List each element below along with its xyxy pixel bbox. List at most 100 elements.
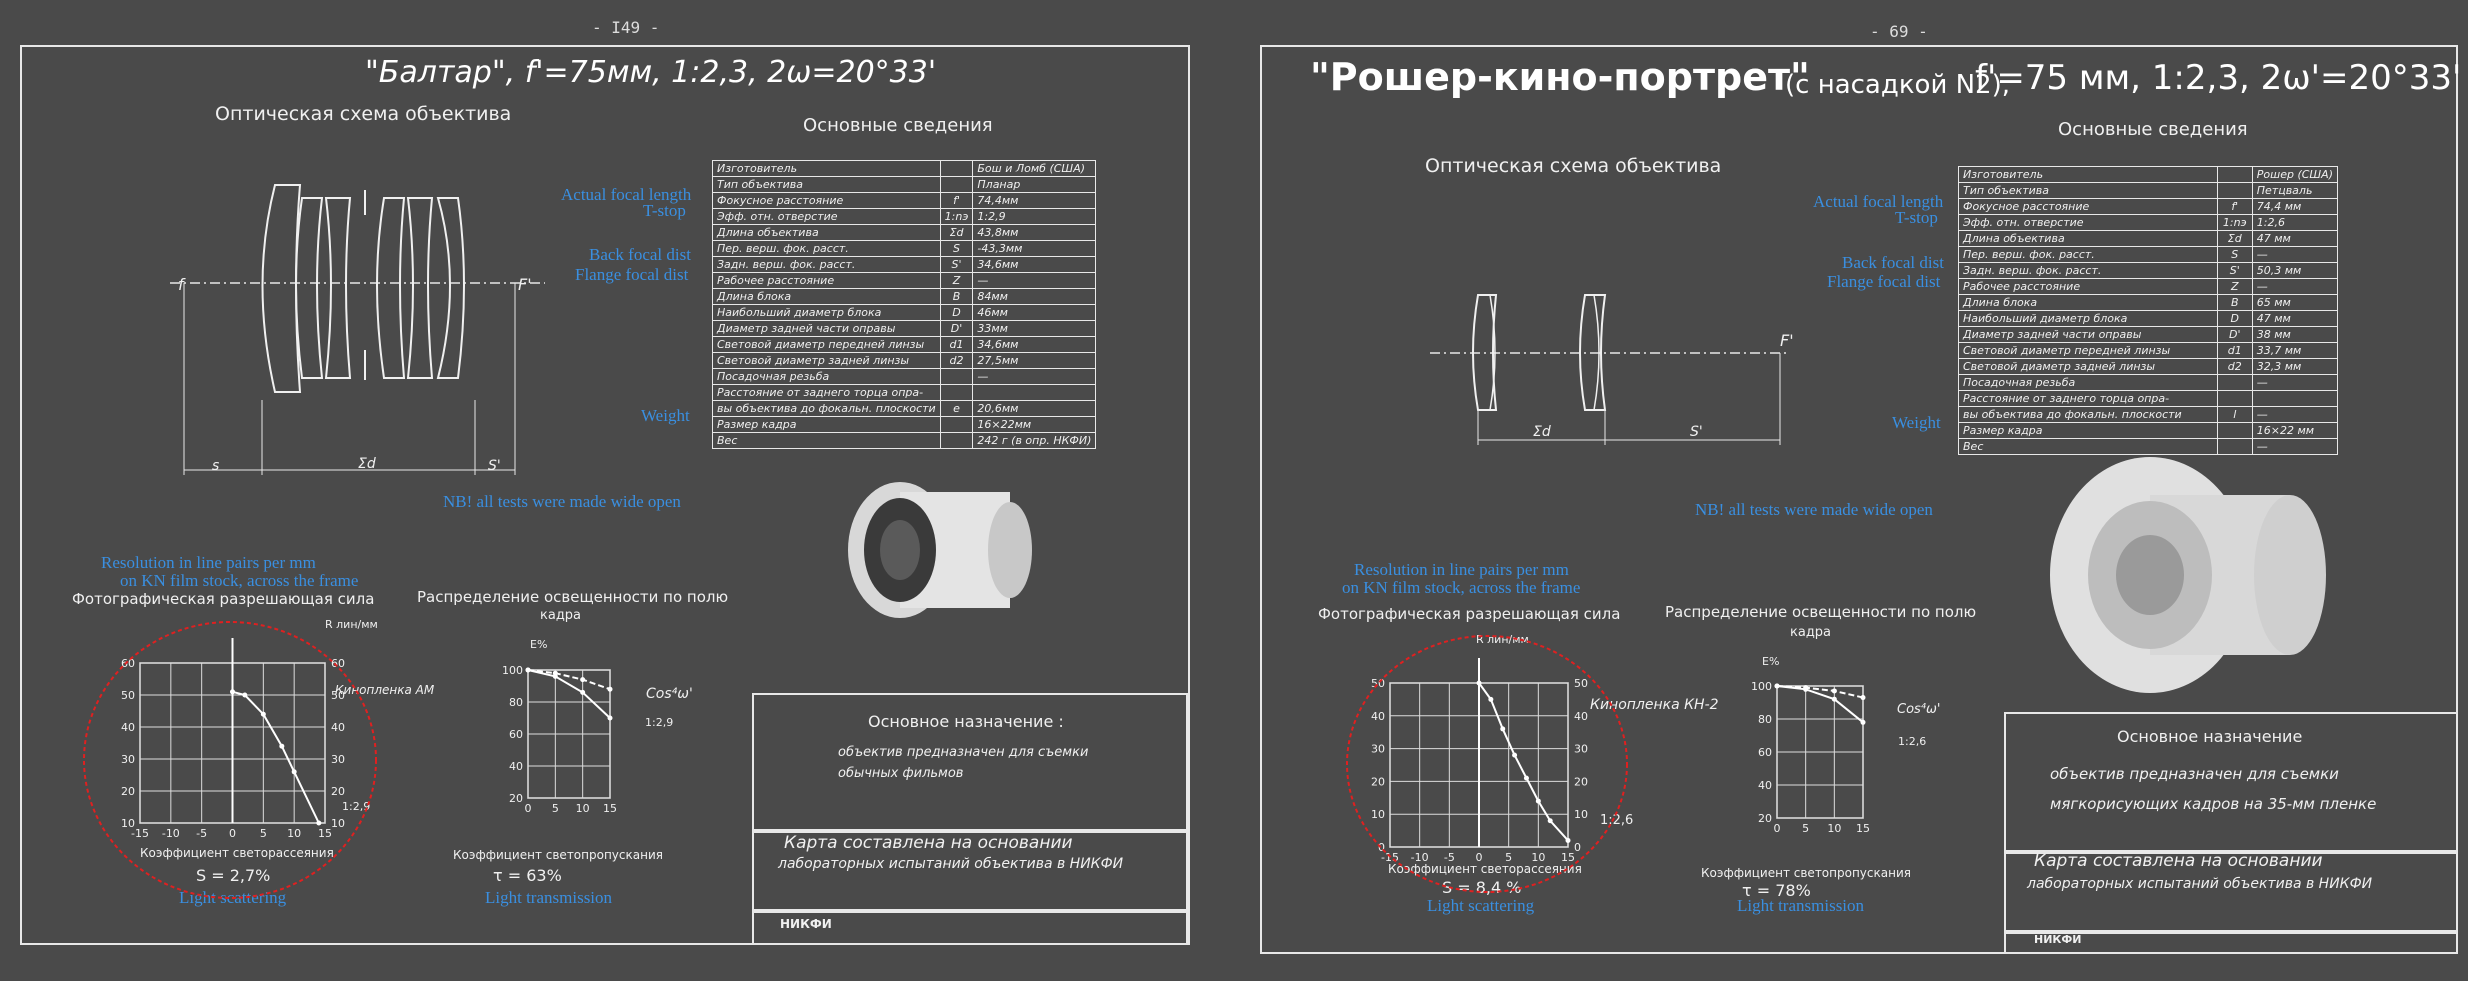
- left-scheme-sd: Σd: [358, 456, 376, 472]
- data-point: [1500, 726, 1506, 732]
- spec-row: Пер. верш. фок. расст.S—: [1958, 246, 2339, 263]
- y-tick-label: 100: [502, 664, 523, 677]
- x-tick-label: 10: [1531, 851, 1545, 864]
- right-note-bfd: Back focal dist: [1842, 253, 1944, 272]
- left-institute: НИКФИ: [780, 917, 832, 931]
- y-tick-label-right: 10: [331, 817, 345, 830]
- left-optical-scheme-label: Оптическая схема объектива: [215, 103, 512, 125]
- spec-cell-val: 32,3 мм: [2251, 358, 2339, 375]
- left-note-resolution1: Resolution in line pairs per mm: [101, 553, 316, 572]
- data-point: [580, 677, 586, 683]
- series-line: [1776, 685, 1864, 724]
- spec-cell-val: 1:2,9: [972, 208, 1097, 225]
- x-tick-label: 10: [576, 802, 590, 815]
- y-tick-label-right: 0: [1574, 841, 1581, 854]
- spec-row: Размер кадра 16×22мм: [712, 416, 1097, 433]
- right-scatter-axis: Коэффициент светорассеяния: [1388, 862, 1582, 876]
- data-point: [242, 692, 248, 698]
- right-institute-box: [2004, 930, 2458, 954]
- data-point: [1535, 798, 1541, 804]
- x-tick-label: 5: [260, 827, 267, 840]
- right-purpose-title: Основное назначение: [2117, 727, 2303, 746]
- spec-cell-label: Вес: [712, 432, 941, 449]
- spec-cell-val: —: [2251, 438, 2339, 455]
- right-title-sub: (с насадкой N2),: [1785, 70, 2011, 100]
- left-scheme-f: f: [178, 275, 186, 294]
- right-note-resolution2: on KN film stock, across the frame: [1342, 578, 1581, 597]
- y-tick-label: 10: [1371, 808, 1385, 821]
- right-transmission-axis: Коэффициент светопропускания: [1701, 866, 1911, 880]
- left-note-flange: Flange focal dist: [575, 265, 689, 284]
- y-tick-label: 100: [1751, 680, 1772, 693]
- x-tick-label: 0: [229, 827, 236, 840]
- spec-row: Задн. верш. фок. расст.S'34,6мм: [712, 256, 1097, 273]
- left-transmission-axis: Коэффициент светопропускания: [453, 848, 663, 862]
- right-note-scatter: Light scattering: [1427, 896, 1535, 915]
- left-purpose-box: [752, 693, 1188, 833]
- data-point: [1803, 686, 1809, 692]
- left-note-weight: Weight: [641, 406, 690, 425]
- right-note-nb: NB! all tests were made wide open: [1695, 500, 1933, 519]
- x-tick-label: 0: [1774, 822, 1781, 835]
- y-tick-label: 60: [1758, 746, 1772, 759]
- right-scatter-value: S = 8,4 %: [1442, 878, 1522, 897]
- y-tick-label: 40: [1371, 710, 1385, 723]
- x-tick-label: 5: [1505, 851, 1512, 864]
- left-purpose-title: Основное назначение :: [868, 712, 1064, 731]
- x-tick-label: 15: [1561, 851, 1575, 864]
- series-line: [527, 669, 611, 691]
- data-point: [1831, 696, 1837, 702]
- right-illum-title1: Распределение освещенности по полю: [1665, 603, 1977, 621]
- spec-cell-val: 1:2,6: [2251, 214, 2339, 231]
- spec-cell-label: Размер кадра: [1958, 422, 2218, 439]
- spec-cell-label: Диаметр задней части оправы: [1958, 326, 2218, 343]
- data-point: [1860, 719, 1866, 725]
- left-card-text1: Карта составлена на основании: [784, 833, 1073, 853]
- spec-cell-label: Размер кадра: [712, 416, 941, 433]
- x-tick-label: 15: [1856, 822, 1870, 835]
- right-note-flange: Flange focal dist: [1827, 272, 1941, 291]
- right-card-box: [2004, 850, 2458, 934]
- y-tick-label: 30: [121, 753, 135, 766]
- spec-row: Вес —: [1958, 438, 2339, 455]
- y-tick-label: 40: [1758, 779, 1772, 792]
- left-resolution-axis: R лин/мм: [325, 618, 378, 631]
- y-tick-label-right: 10: [1574, 808, 1588, 821]
- spec-cell-label: Изготовитель: [1958, 166, 2218, 183]
- right-purpose-box: [2004, 712, 2458, 854]
- series-line: [1478, 682, 1569, 842]
- left-aperture-label: 1:2,9: [342, 800, 371, 813]
- data-point: [525, 667, 531, 673]
- spec-cell-val: 16×22мм: [972, 416, 1097, 433]
- y-tick-label-right: 50: [331, 689, 345, 702]
- spec-cell-val: 27,5мм: [972, 352, 1097, 369]
- left-card-box: [752, 829, 1188, 913]
- left-note-bfd: Back focal dist: [589, 245, 691, 264]
- spec-cell-val: 50,3 мм: [2251, 262, 2339, 279]
- series-line: [527, 669, 611, 719]
- right-lens-photo: [2050, 457, 2326, 693]
- y-tick-label: 60: [121, 657, 135, 670]
- left-illum-title2: кадра: [540, 608, 582, 623]
- left-note-resolution2: on KN film stock, across the frame: [120, 571, 359, 590]
- right-aperture-label: 1:2,6: [1600, 813, 1634, 828]
- x-tick-label: 5: [1802, 822, 1809, 835]
- right-note-transmission: Light transmission: [1737, 896, 1865, 915]
- y-tick-label-right: 20: [1574, 775, 1588, 788]
- spec-cell-label: Вес: [1958, 438, 2218, 455]
- spec-cell-label: Световой диаметр передней линзы: [712, 336, 941, 353]
- spec-cell-val: 84мм: [972, 288, 1097, 305]
- left-note-tstop: T-stop: [643, 201, 686, 220]
- right-title-params: f'=75 мм, 1:2,3, 2ω'=20°33': [1975, 58, 2462, 98]
